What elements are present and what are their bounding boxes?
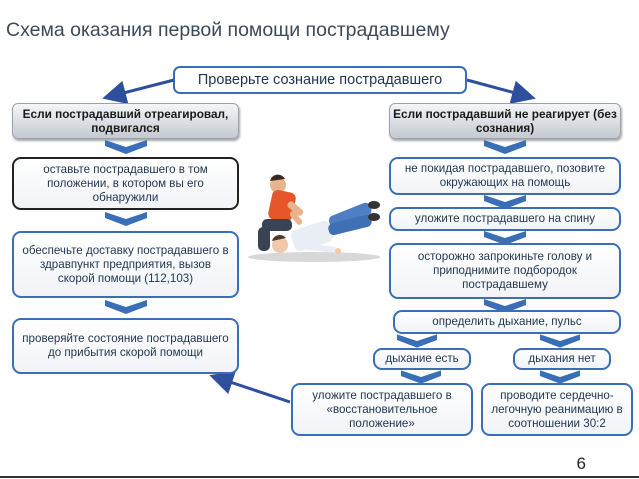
- chevron-down-icon: [105, 212, 147, 226]
- chevron-down-icon: [484, 231, 526, 245]
- bottom-divider: [0, 476, 639, 478]
- result-cpr: проводите сердечно-легочную реанимацию в…: [481, 383, 633, 436]
- arrow-back-to-left: [209, 371, 291, 404]
- result-recovery-position: уложите пострадавшего в «восстановительн…: [291, 383, 473, 436]
- chevron-down-icon: [540, 334, 580, 348]
- left-step-3: проверяйте состояние пострадавшего до пр…: [12, 318, 239, 374]
- rescuer-figure: [258, 174, 304, 251]
- first-aid-illustration: [248, 174, 380, 262]
- left-step-2: обеспечьте доставку пострадавшего в здра…: [12, 231, 239, 298]
- arrow-to-left-branch: [102, 78, 175, 105]
- page-number: 6: [576, 454, 586, 473]
- chevron-down-icon: [484, 140, 526, 154]
- check-consciousness-box: Проверьте сознание пострадавшего: [173, 66, 467, 94]
- arrow-to-right-branch: [466, 78, 536, 104]
- chevron-down-icon: [105, 300, 147, 314]
- left-step-1: оставьте пострадавшего в том положении, …: [12, 157, 239, 210]
- right-step-2: уложите пострадавшего на спину: [389, 207, 621, 231]
- chevron-down-icon: [540, 370, 580, 384]
- branch-breathing-no: дыхания нет: [513, 348, 611, 370]
- victim-figure: [272, 201, 380, 254]
- right-branch-header: Если пострадавший не реагирует (без созн…: [389, 103, 621, 139]
- right-step-1: не покидая пострадавшего, позовите окруж…: [389, 157, 621, 195]
- chevron-down-icon: [105, 140, 147, 154]
- chevron-down-icon: [401, 370, 441, 384]
- branch-breathing-yes: дыхание есть: [373, 348, 471, 370]
- page-title: Схема оказания первой помощи пострадавше…: [6, 19, 450, 41]
- right-step-3: осторожно запрокиньте голову и приподним…: [389, 243, 621, 299]
- chevron-down-icon: [484, 299, 526, 313]
- chevron-down-icon: [397, 334, 437, 348]
- chevron-down-icon: [484, 195, 526, 209]
- left-branch-header: Если пострадавший отреагировал, подвигал…: [12, 103, 239, 139]
- right-step-4: определить дыхание, пульс: [393, 310, 621, 334]
